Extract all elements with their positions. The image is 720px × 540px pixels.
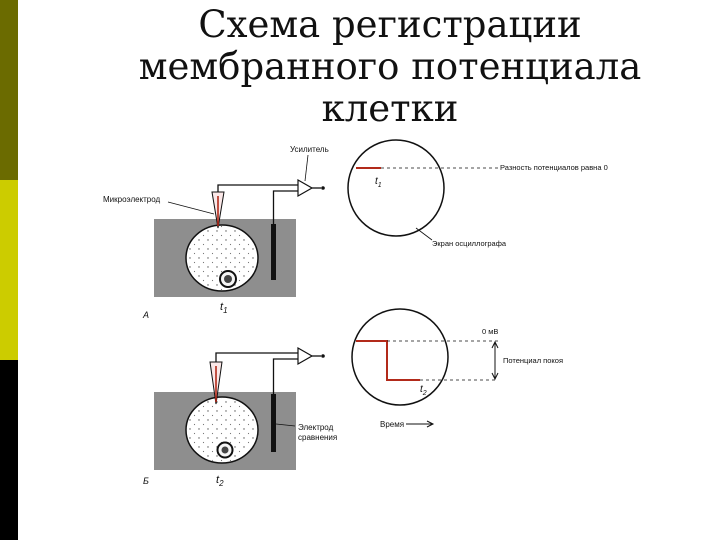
panel-letter-b: Б [143, 476, 149, 486]
cell-time-label-b: t2 [216, 474, 224, 488]
bracket-arrow-up [491, 340, 499, 349]
reference-electrode-b [271, 394, 276, 452]
cytoplasm-b [187, 398, 257, 462]
wire-b [215, 352, 298, 362]
reference-electrode-label-2: сравнения [298, 433, 337, 442]
title-line-1: Схема регистрации [198, 3, 582, 46]
panel-a: t1 Микроэлектрод Усилитель t1 Разность п… [103, 139, 608, 320]
reference-wire-a [272, 190, 298, 224]
resting-potential-label: Потенциал покоя [503, 356, 563, 365]
title-line-2: мембранного потенциала [138, 45, 642, 88]
bracket-arrow-down [491, 372, 499, 381]
membrane-potential-diagram: t1 Микроэлектрод Усилитель t1 Разность п… [103, 139, 608, 488]
amplifier-pointer [304, 154, 309, 182]
sidebar-black-block [0, 360, 18, 540]
amplifier-b [297, 346, 314, 366]
amplifier-label: Усилитель [290, 145, 329, 154]
trace-b [356, 340, 420, 381]
reference-electrode-label-1: Электрод [298, 423, 334, 432]
potential-zero-label: Разность потенциалов равна 0 [500, 163, 608, 172]
panel-letter-a: А [142, 310, 149, 320]
oscilloscope-screen-b [351, 308, 449, 406]
microelectrode-label: Микроэлектрод [103, 195, 161, 204]
time-axis-arrowhead [426, 420, 435, 428]
title-line-3: клетки [321, 87, 459, 130]
cell-time-label-a: t1 [220, 301, 228, 315]
microelectrode-pointer [167, 201, 215, 215]
panel-b: t2 Электрод сравнения t2 0 мВ Потенциал … [143, 308, 563, 488]
zero-mv-label: 0 мВ [482, 327, 498, 336]
cytoplasm-a [187, 226, 257, 290]
nucleolus-a [224, 275, 232, 283]
amplifier-terminal-b [321, 354, 325, 358]
oscilloscope-screen-label: Экран осциллографа [432, 239, 507, 248]
screen-pointer [415, 227, 433, 241]
amplifier-terminal-a [321, 186, 325, 190]
screen-time-label-a: t1 [375, 176, 382, 189]
reference-pointer [275, 423, 296, 427]
time-axis-label: Время [380, 420, 404, 429]
screen-time-label-b: t2 [420, 384, 427, 397]
oscilloscope-screen-a [347, 139, 445, 237]
reference-electrode-a [271, 224, 276, 280]
sidebar-yellow-block [0, 180, 18, 360]
wire-a [217, 184, 298, 192]
sidebar-olive-block [0, 0, 18, 180]
slide-title: Схема регистрации мембранного потенциала… [40, 4, 720, 130]
reference-wire-b [272, 358, 298, 394]
amplifier-a [297, 178, 314, 198]
nucleolus-b [221, 446, 229, 454]
